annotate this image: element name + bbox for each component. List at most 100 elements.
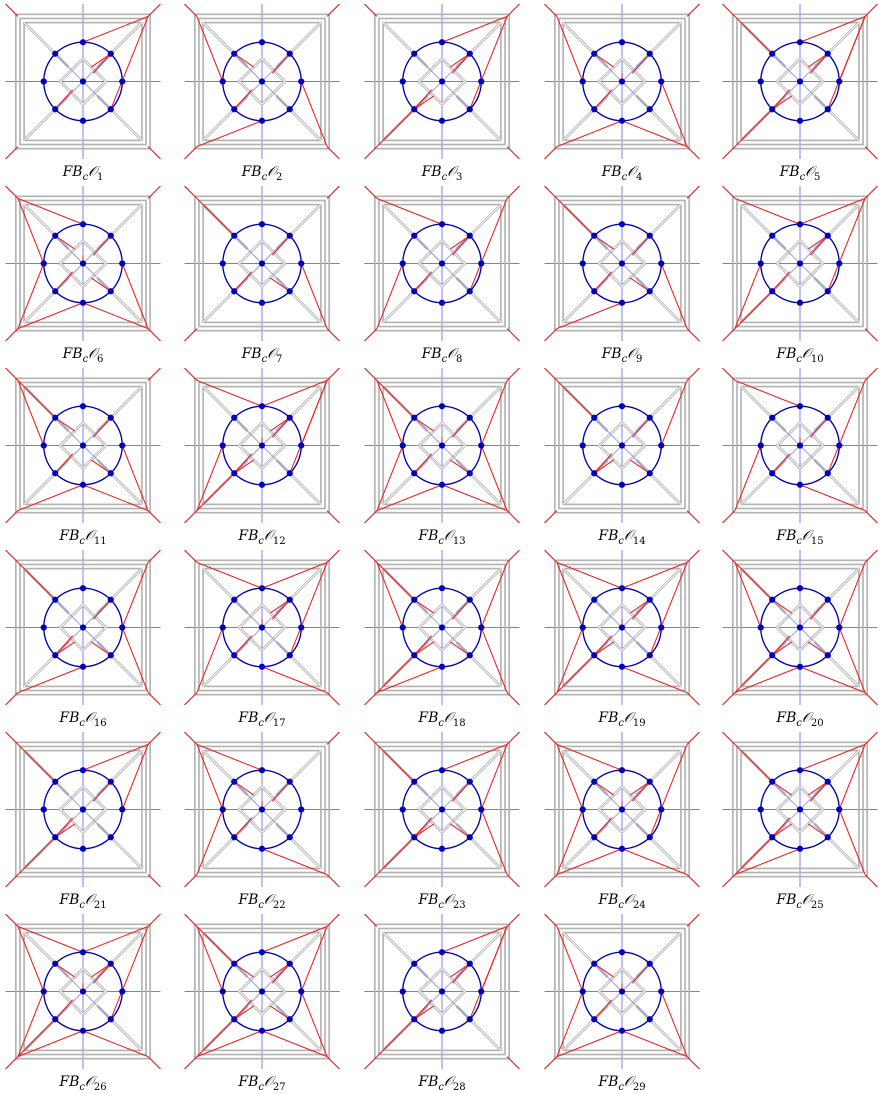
vertex-point	[411, 233, 417, 239]
vertex-point	[758, 806, 764, 812]
vertex-point	[411, 779, 417, 785]
inner-spoke	[622, 810, 650, 838]
red-edge	[83, 926, 148, 952]
center-vertex	[439, 260, 445, 266]
corner-ray	[507, 550, 519, 562]
red-edge	[93, 418, 110, 437]
red-edge	[55, 454, 72, 473]
corner-ray	[6, 186, 18, 198]
inner-spoke	[262, 82, 290, 110]
vertex-point	[758, 260, 764, 266]
graph-diagram	[542, 550, 702, 705]
corner-ray	[6, 693, 18, 705]
inner-spoke	[622, 992, 650, 1020]
red-edge	[262, 1031, 327, 1057]
red-edge	[83, 744, 148, 770]
red-edge	[632, 236, 649, 255]
caption-o: 𝒪	[85, 528, 94, 544]
red-edge	[481, 628, 507, 693]
corner-ray	[6, 4, 18, 16]
vertex-point	[220, 988, 226, 994]
vertex-point	[80, 403, 86, 409]
red-edge	[735, 446, 761, 511]
vertex-point	[797, 767, 803, 773]
vertex-point	[580, 260, 586, 266]
corner-ray	[507, 914, 519, 926]
corner-ray	[545, 186, 557, 198]
figure-panel: FBc𝒪27	[182, 914, 352, 1094]
inner-spoke	[772, 600, 800, 628]
corner-ray	[6, 329, 18, 341]
red-edge	[557, 562, 622, 588]
red-edge	[442, 926, 507, 952]
vertex-point	[467, 233, 473, 239]
vertex-point	[80, 767, 86, 773]
red-edge	[735, 849, 800, 875]
vertex-point	[769, 834, 775, 840]
caption-prefix: FB	[598, 892, 618, 908]
red-edge	[18, 992, 44, 1057]
corner-ray	[365, 186, 377, 198]
center-vertex	[619, 806, 625, 812]
red-edge	[234, 636, 251, 655]
red-edge	[557, 562, 583, 627]
red-edge	[197, 446, 223, 511]
red-edge	[622, 562, 687, 588]
inner-spoke	[414, 54, 442, 82]
center-vertex	[439, 988, 445, 994]
inner-spoke	[772, 418, 800, 446]
vertex-point	[231, 652, 237, 658]
vertex-point	[259, 949, 265, 955]
red-edge	[122, 264, 148, 329]
caption-o: 𝒪	[85, 892, 94, 908]
vertex-point	[52, 233, 58, 239]
vertex-point	[467, 51, 473, 57]
caption-prefix: FB	[418, 528, 438, 544]
red-edge	[18, 198, 83, 224]
vertex-point	[231, 470, 237, 476]
red-edge	[442, 744, 507, 770]
corner-ray	[185, 914, 197, 926]
caption-prefix: FB	[238, 1074, 258, 1090]
red-edge	[197, 1031, 262, 1057]
figure-panel: FBc𝒪21	[3, 732, 173, 912]
vertex-point	[259, 403, 265, 409]
red-edge	[272, 782, 289, 801]
graph-diagram	[720, 732, 880, 887]
figure-caption: FBc𝒪22	[182, 892, 342, 911]
corner-ray	[507, 147, 519, 159]
corner-ray	[723, 875, 735, 887]
graph-diagram	[3, 4, 163, 159]
vertex-point	[298, 988, 304, 994]
inner-spoke	[414, 964, 442, 992]
red-edge	[93, 236, 110, 255]
corner-ray	[545, 914, 557, 926]
vertex-point	[287, 652, 293, 658]
center-vertex	[259, 260, 265, 266]
caption-prefix: FB	[59, 892, 79, 908]
graph-diagram	[3, 550, 163, 705]
red-edge	[301, 926, 327, 991]
graph-diagram	[3, 186, 163, 341]
caption-index: 28	[453, 1082, 466, 1093]
red-edge	[83, 1031, 148, 1057]
inner-spoke	[83, 446, 111, 474]
vertex-point	[647, 415, 653, 421]
red-edge	[262, 562, 327, 588]
center-vertex	[80, 624, 86, 630]
graph-diagram	[720, 368, 880, 523]
caption-o: 𝒪	[264, 892, 273, 908]
center-vertex	[439, 806, 445, 812]
corner-ray	[687, 4, 699, 16]
corner-ray	[185, 1057, 197, 1069]
vertex-point	[439, 300, 445, 306]
center-vertex	[80, 988, 86, 994]
corner-ray	[723, 147, 735, 159]
corner-ray	[507, 1057, 519, 1069]
corner-ray	[185, 4, 197, 16]
inner-spoke	[83, 810, 111, 838]
corner-ray	[365, 693, 377, 705]
vertex-point	[400, 78, 406, 84]
red-edge	[301, 82, 327, 147]
figure-caption: FBc𝒪3	[362, 164, 522, 183]
